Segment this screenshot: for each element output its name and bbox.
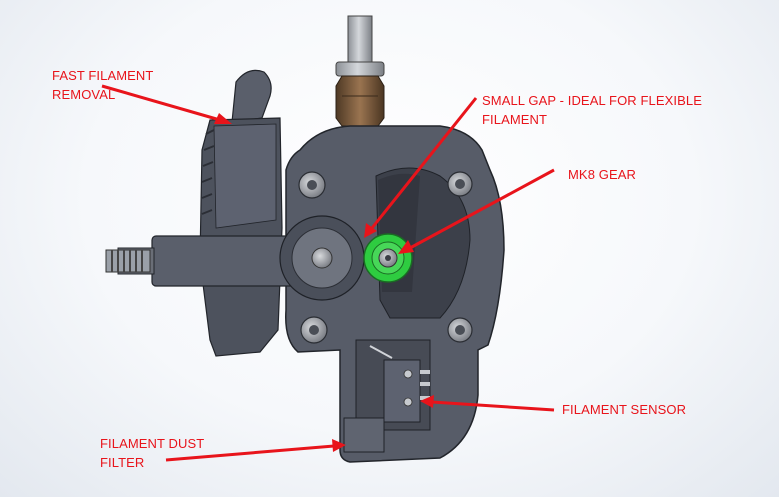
mk8-gear — [363, 233, 413, 283]
arrow-filament-dust-filter — [165, 439, 346, 462]
callout-text: MK8 GEAR — [568, 167, 636, 182]
callout-small-gap: SMALL GAP - IDEAL FOR FLEXIBLE FILAMENT — [482, 91, 702, 129]
callout-text: REMOVAL — [52, 87, 116, 102]
callout-mk8-gear: MK8 GEAR — [568, 165, 636, 184]
callout-text: FILAMENT DUST — [100, 436, 205, 451]
callout-filament-dust-filter: FILAMENT DUST FILTER — [100, 434, 204, 472]
callout-text: SMALL GAP - IDEAL FOR FLEXIBLE — [482, 93, 702, 108]
arrow-small-gap — [364, 97, 478, 238]
callout-text: FILAMENT SENSOR — [562, 402, 687, 417]
callout-fast-filament-removal: FAST FILAMENT REMOVAL — [52, 66, 153, 104]
callout-arrows — [101, 84, 555, 462]
tension-spring — [105, 249, 151, 273]
filament-sensor-switch — [369, 345, 430, 423]
callout-text: FAST FILAMENT — [52, 68, 154, 83]
brass-fitting — [335, 75, 385, 127]
arrow-mk8-gear — [398, 168, 555, 254]
ptfe-tube — [335, 15, 385, 77]
callout-text: FILAMENT — [482, 112, 548, 127]
idler-bearing — [279, 215, 365, 301]
callout-text: FILTER — [100, 455, 145, 470]
callout-filament-sensor: FILAMENT SENSOR — [562, 400, 686, 419]
arrow-filament-sensor — [420, 395, 555, 412]
mounting-bolts — [298, 171, 473, 344]
release-lever — [199, 69, 283, 357]
arrow-fast-filament-removal — [101, 84, 232, 124]
